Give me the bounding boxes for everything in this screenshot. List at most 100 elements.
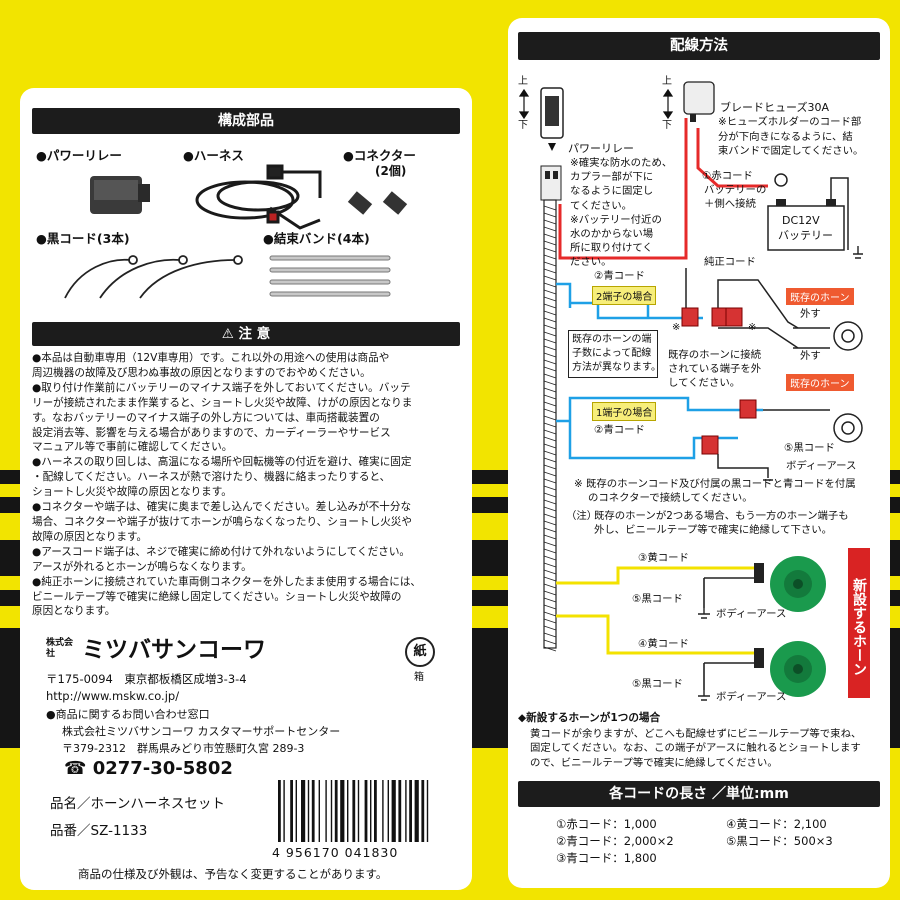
relay-note-line: カプラー部が下に bbox=[570, 171, 654, 184]
component-band: ●結束バンド(4本) bbox=[263, 231, 370, 246]
wiring-diagram bbox=[518, 81, 863, 701]
caution-line: す。なおバッテリーのマイナス端子の外し方については、車両搭載装置の bbox=[32, 411, 380, 424]
company-name: ミツバサンコーワ bbox=[82, 637, 266, 663]
barcode-bar bbox=[301, 780, 306, 842]
barcode-bar bbox=[409, 780, 412, 842]
barcode-bar bbox=[278, 780, 281, 842]
method-note-line: 子数によって配線 bbox=[572, 348, 652, 359]
connect-note: ※ 既存のホーンコード及び付属の黒コードと青コードを付属 bbox=[574, 478, 856, 490]
yellow-cord-3-label: ③黄コード bbox=[638, 552, 689, 564]
fuse-notes: ※ヒューズホルダーのコード部分が下向きになるように、結束バンドで固定してください… bbox=[718, 115, 863, 159]
battery-symbol bbox=[767, 173, 863, 259]
caution-line: ●アースコード端子は、ネジで確実に締め付けて外れないようにしてください。 bbox=[32, 545, 411, 558]
black-cord-label-1: ⑤黒コード bbox=[632, 593, 683, 605]
barcode-bar bbox=[426, 780, 429, 842]
components-title: 構成部品 bbox=[32, 108, 460, 134]
connected-note-line: してください。 bbox=[668, 377, 741, 390]
component-relay: ●パワーリレー bbox=[36, 148, 122, 163]
barcode-bar bbox=[340, 780, 345, 842]
caution-line: ●取り付け作業前にバッテリーのマイナス端子を外しておいてください。バッテ bbox=[32, 381, 411, 394]
relay-note-line: 所に取り付けてく bbox=[570, 242, 653, 255]
body-earth-label-2: ボディーアース bbox=[716, 691, 787, 703]
barcode-bar bbox=[405, 780, 407, 842]
component-harness: ●ハーネス bbox=[183, 148, 244, 163]
barcode-bar bbox=[391, 780, 396, 842]
red-wire bbox=[558, 118, 768, 260]
red-cord-label: ①赤コード bbox=[702, 170, 753, 182]
length-blue: ②青コード：2,000×2 bbox=[556, 834, 674, 848]
length-black: ⑤黒コード：500×3 bbox=[726, 834, 833, 848]
barcode-bar bbox=[414, 780, 419, 842]
new-horn-label: 新設するホーン bbox=[848, 548, 870, 698]
single-horn-title: ◆新設するホーンが1つの場合 bbox=[518, 712, 661, 724]
barcode bbox=[278, 780, 429, 842]
relay-symbol bbox=[540, 87, 564, 201]
connector-image bbox=[347, 191, 408, 215]
band-image bbox=[269, 255, 391, 297]
harness-sleeve bbox=[543, 199, 557, 652]
relay-note-line: 水のかからない場 bbox=[570, 228, 654, 241]
caution-line: アースが外れるとホーンが鳴らなくなります。 bbox=[32, 560, 252, 573]
barcode-bar bbox=[290, 780, 293, 842]
caution-line: マニュアル等で事前に確認してください。 bbox=[32, 441, 233, 454]
yellow-wire-3 bbox=[556, 566, 756, 585]
two-terminal-box: 2端子の場合 bbox=[592, 286, 657, 305]
barcode-number: 4 956170 041830 bbox=[272, 845, 399, 860]
blue-cord-label-lower: ②青コード bbox=[594, 424, 645, 436]
existing-horn-lower bbox=[717, 409, 863, 481]
relay-note-line: ※確実な防水のため、 bbox=[570, 157, 673, 169]
star-mark-upper: ※ bbox=[672, 322, 681, 333]
inquiry-address: 〒379-2312 群馬県みどり市笠懸町久宮 289-3 bbox=[62, 742, 305, 755]
remove-label-2: 外す bbox=[800, 350, 821, 362]
caution-line: 故障の原因となります。 bbox=[32, 530, 148, 543]
connected-note: 既存のホーンに接続されている端子を外してください。 bbox=[668, 348, 761, 391]
down-label-1: 下 bbox=[518, 120, 528, 131]
fuse-note-line: ※ヒューズホルダーのコード部 bbox=[718, 116, 862, 128]
barcode-bar bbox=[374, 780, 377, 842]
disclaimer: 商品の仕様及び外観は、予告なく変更することがあります。 bbox=[78, 867, 388, 881]
body-earth-label-mid: ボディーアース bbox=[786, 460, 857, 472]
caution-line: ●本品は自動車専用（12V車専用）です。これ以外の用途への使用は商品や bbox=[32, 352, 390, 364]
method-note-line: 既存のホーンの端 bbox=[572, 334, 652, 345]
black-cord-label-mid: ⑤黒コード bbox=[784, 442, 835, 454]
one-terminal-box: 1端子の場合 bbox=[592, 402, 657, 421]
down-label-2: 下 bbox=[662, 120, 672, 131]
caution-line: ●純正ホーンに接続されていた車両側コネクターを外したまま使用する場合には、 bbox=[32, 575, 422, 588]
barcode-bar bbox=[370, 780, 372, 842]
battery-label: バッテリー bbox=[778, 229, 833, 242]
caution-line: ショートし火災や故障の原因となります。 bbox=[32, 486, 232, 499]
oem-cord-label: 純正コード bbox=[704, 256, 756, 268]
length-red: ①赤コード：1,000 bbox=[556, 817, 657, 831]
fuse-note-line: 束バンドで固定してください。 bbox=[718, 145, 864, 157]
black-wire-new bbox=[703, 577, 756, 690]
connected-note-line: 既存のホーンに接続 bbox=[668, 349, 761, 361]
red-cord-note2: ＋側へ接続 bbox=[704, 198, 756, 210]
barcode-bar bbox=[398, 780, 402, 842]
blue-cord-label-upper: ②青コード bbox=[594, 270, 645, 282]
connector-pair-lower bbox=[701, 399, 757, 455]
note-label: （注） bbox=[566, 510, 598, 522]
right-label-panel: 配線方法 bbox=[508, 18, 890, 888]
up-label-2: 上 bbox=[662, 76, 672, 87]
recycle-mark: 紙 bbox=[413, 644, 427, 659]
barcode-bar bbox=[307, 780, 310, 842]
remove-label-1: 外す bbox=[800, 308, 821, 320]
black-cord-label-2: ⑤黒コード bbox=[632, 678, 683, 690]
barcode-bar bbox=[334, 780, 338, 842]
fuse-symbol bbox=[683, 81, 715, 122]
existing-horn-label-upper: 既存のホーン bbox=[786, 288, 854, 305]
relay-label: パワーリレー bbox=[568, 142, 634, 155]
black-cord-image bbox=[64, 255, 243, 299]
warning-icon: ⚠ bbox=[221, 326, 239, 342]
yellow-cord-4-label: ④黄コード bbox=[638, 638, 689, 650]
company-prefix: 株式会社 bbox=[46, 638, 74, 659]
company-address: 〒175-0094 東京都板橋区成増3-3-4 bbox=[46, 672, 247, 686]
caution-line: 周辺機器の故障及び思わぬ事故の原因となりますのでおやめください。 bbox=[32, 366, 371, 379]
phone-number: ☎ 0277-30-5802 bbox=[64, 758, 233, 779]
barcode-bar bbox=[347, 780, 349, 842]
up-label-1: 上 bbox=[518, 76, 528, 87]
orientation-arrows bbox=[518, 88, 674, 120]
connector-pair-upper bbox=[681, 307, 743, 327]
note-text-1: 既存のホーンが2つある場合、もう一方のホーン端子も bbox=[594, 510, 849, 522]
relay-image bbox=[90, 176, 150, 214]
